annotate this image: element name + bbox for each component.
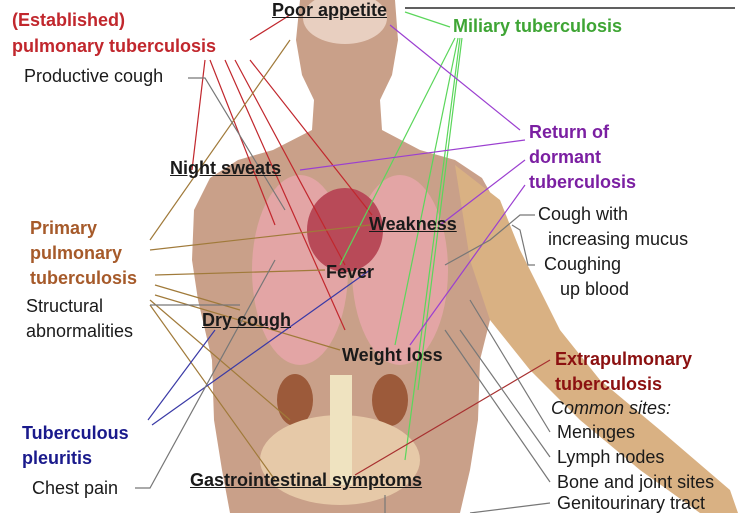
label-extrapulmonary-line1: Extrapulmonary [555,349,692,370]
label-return-line2: dormant [529,147,601,168]
label-chest-pain: Chest pain [32,478,118,499]
label-fever: Fever [326,262,374,283]
label-lymph-nodes: Lymph nodes [557,447,664,468]
label-weight-loss: Weight loss [342,345,443,366]
label-primary-line1: Primary [30,218,97,239]
label-night-sweats: Night sweats [170,158,281,179]
label-return-line3: tuberculosis [529,172,636,193]
label-productive-cough: Productive cough [24,66,163,87]
label-pleuritis-line1: Tuberculous [22,423,129,444]
label-cough-mucus-line2: increasing mucus [548,229,688,250]
label-pleuritis-line2: pleuritis [22,448,92,469]
label-coughing-blood-line2: up blood [560,279,629,300]
label-established-line1: (Established) [12,10,125,31]
label-established-line2: pulmonary tuberculosis [12,36,216,57]
label-structural-line2: abnormalities [26,321,133,342]
label-miliary-tuberculosis: Miliary tuberculosis [453,16,622,37]
label-weakness: Weakness [369,214,457,235]
label-genitourinary-tract: Genitourinary tract [557,493,705,513]
left-kidney [277,374,313,426]
spine [330,375,352,485]
label-extrapulmonary-line2: tuberculosis [555,374,662,395]
label-return-line1: Return of [529,122,609,143]
label-cough-mucus-line1: Cough with [538,204,628,225]
right-kidney [372,374,408,426]
label-primary-line2: pulmonary [30,243,122,264]
label-gastrointestinal-symptoms: Gastrointestinal symptoms [190,470,422,491]
label-primary-line3: tuberculosis [30,268,137,289]
label-meninges: Meninges [557,422,635,443]
label-common-sites: Common sites: [551,398,671,419]
label-structural-line1: Structural [26,296,103,317]
label-coughing-blood-line1: Coughing [544,254,621,275]
label-dry-cough: Dry cough [202,310,291,331]
label-bone-joint-sites: Bone and joint sites [557,472,714,493]
label-poor-appetite: Poor appetite [272,0,387,21]
